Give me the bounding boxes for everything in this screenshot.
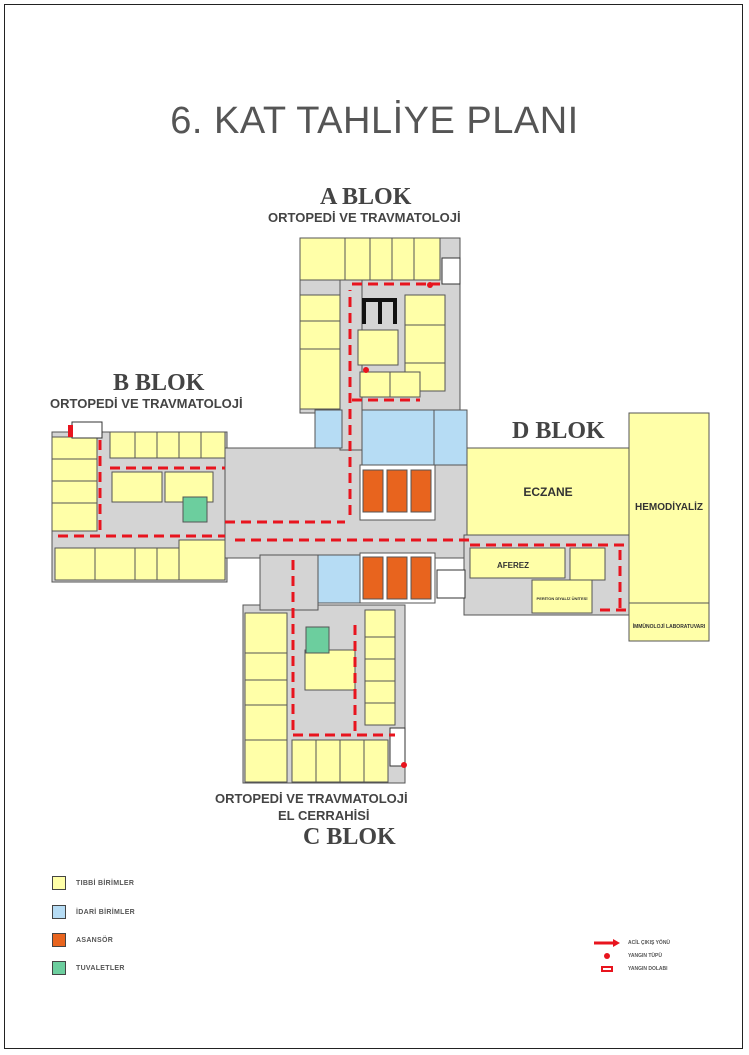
arrow-icon bbox=[594, 939, 620, 947]
legend-label: İDARİ BİRİMLER bbox=[76, 908, 136, 916]
immunoloji-room bbox=[628, 602, 710, 642]
center-stair-icon bbox=[436, 569, 466, 599]
c-block-subtitle: ORTOPEDİ VE TRAVMATOLOJİ bbox=[215, 791, 408, 806]
b-block-rooms bbox=[51, 431, 226, 581]
legend-fire-extinguisher: YANGIN TÜPÜ bbox=[594, 951, 662, 961]
legend-swatch-admin bbox=[52, 905, 66, 919]
center-elevators bbox=[317, 464, 436, 604]
legend-swatch-medical bbox=[52, 876, 66, 890]
legend-toilet: TUVALETLER bbox=[52, 960, 125, 976]
exit-routes bbox=[58, 282, 630, 737]
c-block-name: C BLOK bbox=[303, 824, 396, 850]
a-block-rooms bbox=[299, 237, 446, 410]
eczane-room bbox=[466, 447, 630, 536]
legend-elevator: ASANSÖR bbox=[52, 932, 113, 948]
c-block-subtitle-2: EL CERRAHİSİ bbox=[278, 808, 370, 823]
legend-swatch-toilet bbox=[52, 961, 66, 975]
legend-swatch-elevator bbox=[52, 933, 66, 947]
dot-icon bbox=[604, 953, 610, 959]
a-block-stairs bbox=[362, 298, 397, 324]
a-stair-icon bbox=[441, 257, 461, 285]
legend-label: TIBBİ BİRİMLER bbox=[76, 879, 135, 887]
cabinet-icon bbox=[601, 966, 613, 972]
immunoloji-label: İMMÜNOLOJİ LABORATUVARI bbox=[633, 623, 706, 630]
legend-symbol-label: YANGIN DOLABI bbox=[628, 966, 668, 972]
aferez-label: AFEREZ bbox=[497, 561, 529, 570]
legend-symbol-label: YANGIN TÜPÜ bbox=[628, 953, 662, 959]
legend-fire-cabinet: YANGIN DOLABI bbox=[594, 964, 668, 974]
c-block-rooms bbox=[244, 609, 396, 783]
page-frame bbox=[4, 4, 743, 1049]
a-block-subtitle: ORTOPEDİ VE TRAVMATOLOJİ bbox=[268, 210, 461, 225]
legend-label: TUVALETLER bbox=[76, 964, 125, 972]
periton-room bbox=[531, 579, 593, 614]
page-title: 6. KAT TAHLİYE PLANI bbox=[170, 100, 579, 142]
legend-label: ASANSÖR bbox=[76, 936, 114, 944]
periton-label: PERİTON DİYALİZ ÜNİTESİ bbox=[537, 596, 588, 601]
eczane-label: ECZANE bbox=[523, 485, 572, 499]
b-stair-icon bbox=[71, 421, 103, 439]
b-block-subtitle: ORTOPEDİ VE TRAVMATOLOJİ bbox=[50, 396, 243, 411]
d-block-name: D BLOK bbox=[512, 418, 605, 444]
d-block bbox=[466, 412, 710, 642]
legend-exit-direction: ACİL ÇIKIŞ YÖNÜ bbox=[594, 938, 670, 948]
legend-medical: TIBBİ BİRİMLER bbox=[52, 875, 134, 891]
legend-admin: İDARİ BİRİMLER bbox=[52, 904, 135, 920]
fire-extinguishers bbox=[68, 282, 433, 768]
hemodiyaliz-label: HEMODİYALİZ bbox=[635, 500, 703, 513]
a-block-name: A BLOK bbox=[320, 184, 412, 210]
legend-symbol-label: ACİL ÇIKIŞ YÖNÜ bbox=[628, 940, 671, 946]
c-stair-icon bbox=[389, 727, 406, 767]
b-block-name: B BLOK bbox=[113, 370, 205, 396]
aferez-room bbox=[469, 547, 566, 579]
